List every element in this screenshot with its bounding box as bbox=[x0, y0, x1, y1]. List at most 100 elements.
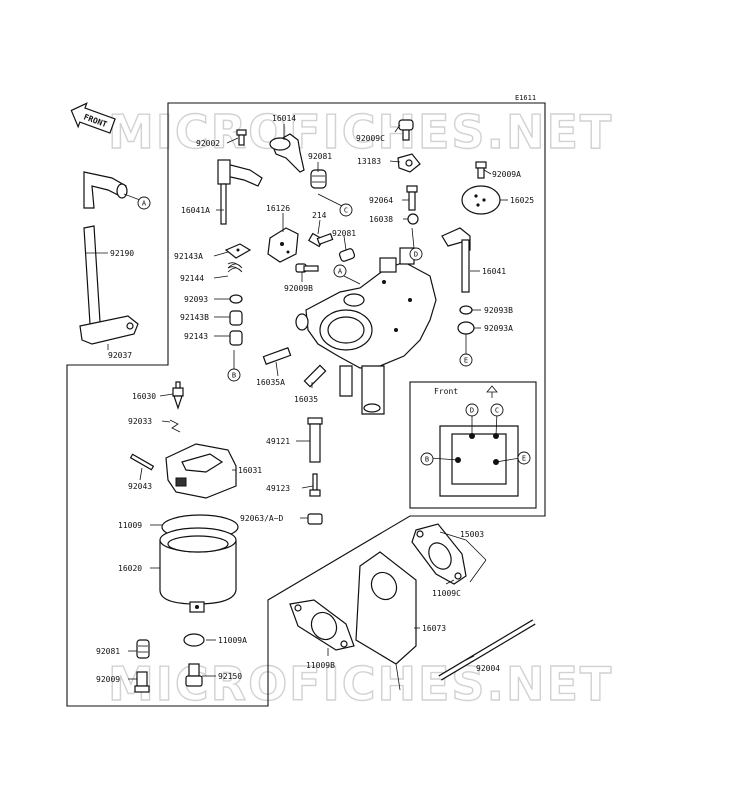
part-16126-plate bbox=[267, 227, 299, 263]
part-label-13183: 13183 bbox=[357, 157, 381, 166]
part-label-92143b: 92143B bbox=[180, 313, 209, 322]
part-label-92081a: 92081 bbox=[308, 152, 332, 161]
part-label-214: 214 bbox=[312, 211, 327, 220]
part-92093A-washer bbox=[457, 321, 475, 335]
part-label-16038: 16038 bbox=[369, 215, 393, 224]
part-label-92143a: 92143A bbox=[174, 252, 203, 261]
callout-markers: A C D A B E D C B E bbox=[137, 196, 531, 466]
part-92150-bolt bbox=[185, 663, 203, 687]
part-92037-clamp bbox=[79, 315, 139, 345]
part-92009-screw bbox=[134, 671, 150, 693]
diagram-code: E1611 bbox=[515, 94, 536, 102]
part-label-49121: 49121 bbox=[266, 437, 290, 446]
part-16035A-screw bbox=[262, 347, 292, 365]
part-label-92093b: 92093B bbox=[484, 306, 513, 315]
part-92033-clip bbox=[169, 419, 181, 433]
callout-a: A bbox=[137, 196, 151, 210]
part-92043-pin bbox=[129, 453, 155, 471]
leader-lines bbox=[86, 124, 508, 680]
part-92004-stud bbox=[438, 619, 536, 681]
callout-e: E bbox=[459, 353, 473, 367]
part-16038-oring bbox=[407, 213, 419, 225]
part-label-92009b: 92009B bbox=[284, 284, 313, 293]
part-label-92064: 92064 bbox=[369, 196, 393, 205]
front-view-inset: Front bbox=[409, 381, 537, 509]
part-16035-screw bbox=[303, 364, 327, 388]
svg-text:D: D bbox=[470, 407, 474, 415]
part-92093-washer bbox=[229, 294, 243, 304]
part-label-11009: 11009 bbox=[118, 521, 142, 530]
part-92081-spring-mid bbox=[338, 248, 356, 262]
part-92143A-plate bbox=[224, 243, 252, 259]
part-label-16020: 16020 bbox=[118, 564, 142, 573]
part-label-16041: 16041 bbox=[482, 267, 506, 276]
part-92009A-screw bbox=[475, 161, 487, 179]
part-label-92043: 92043 bbox=[128, 482, 152, 491]
part-label-92143: 92143 bbox=[184, 332, 208, 341]
part-92064-jet bbox=[406, 185, 418, 211]
part-label-92009c: 92009C bbox=[356, 134, 385, 143]
part-214-screw bbox=[307, 232, 334, 248]
part-label-16041a: 16041A bbox=[181, 206, 210, 215]
part-label-16073: 16073 bbox=[422, 624, 446, 633]
part-92002-screw bbox=[236, 129, 247, 146]
callout-d: D bbox=[465, 403, 479, 417]
part-92093B-washer bbox=[459, 305, 473, 315]
part-label-92093: 92093 bbox=[184, 295, 208, 304]
part-label-15003: 15003 bbox=[460, 530, 484, 539]
svg-text:D: D bbox=[414, 251, 418, 259]
part-label-92033: 92033 bbox=[128, 417, 152, 426]
svg-text:C: C bbox=[344, 207, 348, 215]
svg-text:E: E bbox=[464, 357, 468, 365]
part-label-16031: 16031 bbox=[238, 466, 262, 475]
part-92063-jet bbox=[307, 513, 323, 525]
part-49123-jet bbox=[309, 473, 321, 497]
part-label-92063: 92063/A~D bbox=[240, 514, 284, 523]
part-92190-hose bbox=[83, 171, 128, 325]
part-92143-collar bbox=[229, 330, 243, 346]
part-label-16014: 16014 bbox=[272, 114, 296, 123]
front-arrow-icon: FRONT bbox=[70, 102, 116, 134]
svg-text:C: C bbox=[495, 407, 499, 415]
svg-text:A: A bbox=[142, 200, 147, 208]
part-label-16025: 16025 bbox=[510, 196, 534, 205]
part-label-11009a: 11009A bbox=[218, 636, 247, 645]
callout-d: D bbox=[409, 247, 423, 261]
part-92009C-screw bbox=[398, 119, 414, 141]
svg-text:B: B bbox=[425, 456, 429, 464]
part-16031-float bbox=[165, 443, 237, 499]
part-92144-spring bbox=[227, 262, 243, 273]
part-label-11009b: 11009B bbox=[306, 661, 335, 670]
part-label-92081c: 92081 bbox=[96, 647, 120, 656]
part-label-16035a: 16035A bbox=[256, 378, 285, 387]
svg-text:A: A bbox=[338, 268, 343, 276]
part-92081-spring-top bbox=[310, 169, 327, 189]
svg-text:E: E bbox=[522, 455, 526, 463]
part-11009C-gasket bbox=[411, 523, 467, 585]
part-92009B-screw bbox=[295, 263, 319, 273]
part-label-92081b: 92081 bbox=[332, 229, 356, 238]
part-49121-tube bbox=[307, 417, 323, 463]
watermark-bottom: MICROFICHES.NET bbox=[108, 657, 613, 711]
diagram-frame bbox=[66, 102, 546, 707]
part-label-92004: 92004 bbox=[476, 664, 500, 673]
svg-text:B: B bbox=[232, 372, 236, 380]
part-label-16030: 16030 bbox=[132, 392, 156, 401]
part-label-16035: 16035 bbox=[294, 395, 318, 404]
part-label-16126: 16126 bbox=[266, 204, 290, 213]
part-16073-insulator bbox=[355, 551, 417, 691]
part-label-92190: 92190 bbox=[110, 249, 134, 258]
part-11009B-gasket bbox=[289, 599, 355, 651]
callout-c: C bbox=[490, 403, 504, 417]
callout-c: C bbox=[339, 203, 353, 217]
part-16041-lever bbox=[441, 227, 471, 293]
part-label-92009a: 92009A bbox=[492, 170, 521, 179]
part-92143B-collar bbox=[229, 310, 243, 326]
part-label-49123: 49123 bbox=[266, 484, 290, 493]
callout-b: B bbox=[227, 368, 241, 382]
part-16020-bowl bbox=[159, 527, 237, 613]
part-16030-needle bbox=[172, 381, 184, 410]
